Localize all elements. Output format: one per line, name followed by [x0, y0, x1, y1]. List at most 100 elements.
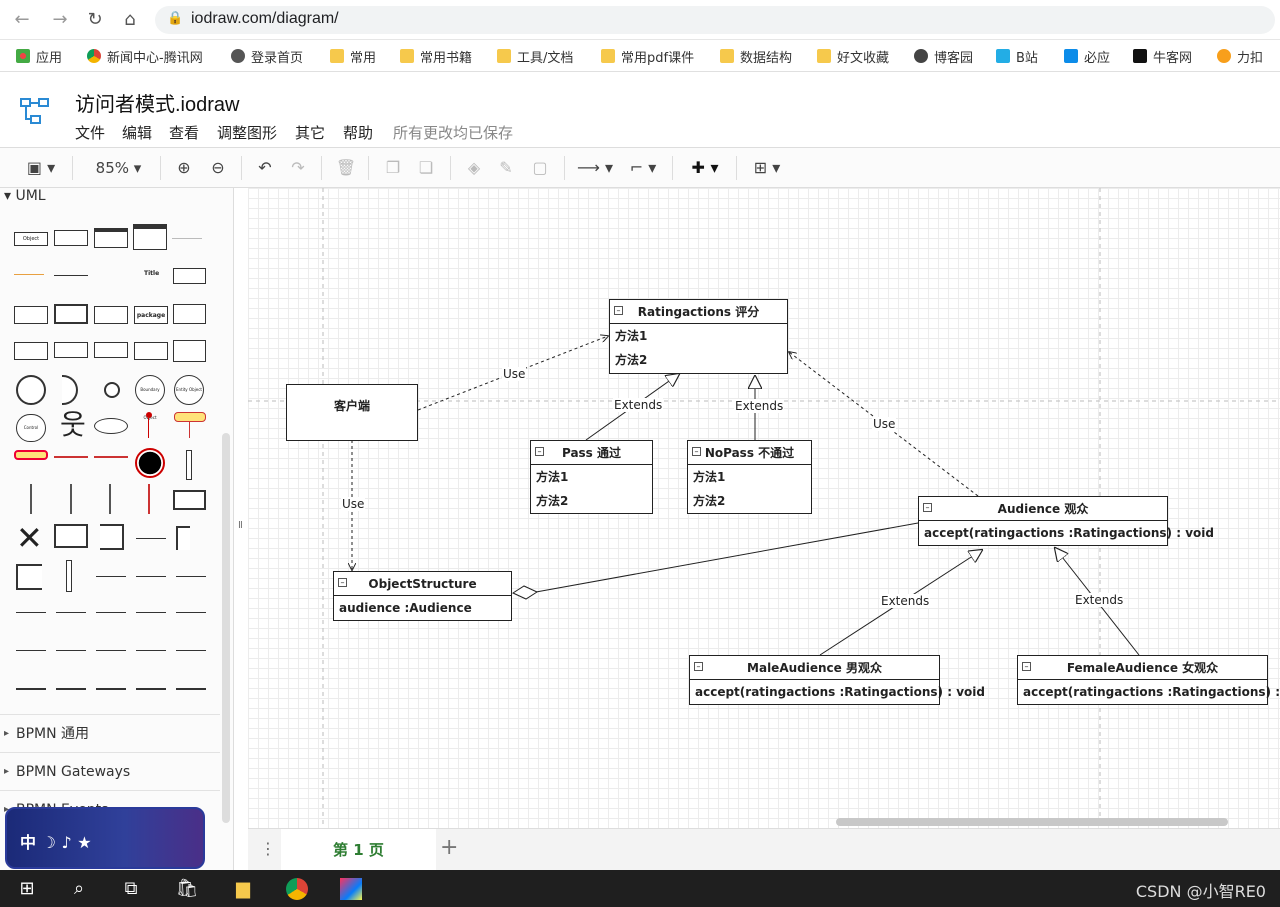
connector-3[interactable]: [136, 612, 166, 613]
shape-dispatch[interactable]: [96, 576, 126, 577]
shape-note-2[interactable]: [54, 524, 88, 548]
panel-layout-icon[interactable]: ▣ ▾: [26, 158, 56, 177]
connector-return[interactable]: [16, 612, 46, 613]
document-title[interactable]: 访问者模式.iodraw: [75, 94, 240, 116]
to-back-icon[interactable]: ❏: [418, 158, 434, 177]
sidebar-section-uml[interactable]: ▾ UML: [4, 188, 46, 204]
collapse-icon[interactable]: –: [923, 503, 932, 512]
shape-package[interactable]: package: [134, 306, 168, 324]
shape-start-state[interactable]: [146, 412, 152, 418]
shape-activation[interactable]: [186, 450, 192, 480]
shape-interface[interactable]: [133, 224, 167, 250]
shape-class-4[interactable]: [173, 340, 206, 362]
bookmark-folder-books[interactable]: 常用书籍: [400, 47, 472, 66]
shadow-icon[interactable]: ▢: [532, 158, 548, 177]
collapse-icon[interactable]: –: [694, 662, 703, 671]
shape-object[interactable]: Object: [14, 232, 48, 246]
connector-6[interactable]: [56, 650, 86, 651]
shape-control-object[interactable]: Control Object: [16, 414, 46, 456]
class-client[interactable]: 客户端: [286, 384, 418, 441]
class-male-audience[interactable]: –MaleAudience 男观众 accept(ratingactions :…: [689, 655, 985, 705]
edge-audience-ratingactions[interactable]: [789, 352, 979, 497]
connection-style-icon[interactable]: ⟶ ▾: [576, 158, 614, 177]
shape-activation-2[interactable]: [66, 560, 72, 592]
shape-note[interactable]: [173, 268, 206, 284]
bookmark-folder-pdf[interactable]: 常用pdf课件: [601, 47, 694, 66]
bookmark-folder-articles[interactable]: 好文收藏: [817, 47, 889, 66]
collapse-icon[interactable]: –: [614, 306, 623, 315]
class-pass[interactable]: –Pass 通过 方法1 方法2: [530, 440, 653, 514]
redo-icon[interactable]: ↷: [291, 158, 305, 177]
sidebar-category-bpmn-gateways[interactable]: BPMN Gateways: [0, 752, 220, 791]
to-front-icon[interactable]: ❐: [385, 158, 401, 177]
reload-icon[interactable]: ↻: [87, 9, 103, 30]
connector-12[interactable]: [96, 688, 126, 690]
shape-class-3[interactable]: [173, 304, 206, 324]
shape-title[interactable]: Title: [144, 270, 160, 277]
bookmark-folder-ds[interactable]: 数据结构: [720, 47, 792, 66]
collapse-icon[interactable]: –: [535, 447, 544, 456]
class-audience[interactable]: –Audience 观众 accept(ratingactions :Ratin…: [918, 496, 1214, 546]
destroy-x-icon[interactable]: ✕: [16, 519, 43, 557]
shape-frame-2[interactable]: [173, 490, 206, 510]
shape-component[interactable]: [94, 306, 128, 324]
bookmark-tencent[interactable]: 新闻中心-腾讯网: [87, 47, 203, 66]
class-female-audience[interactable]: –FemaleAudience 女观众 accept(ratingactions…: [1017, 655, 1280, 705]
connector-4[interactable]: [176, 612, 206, 613]
chrome-taskbar-icon[interactable]: [272, 870, 322, 907]
bookmark-cnblogs[interactable]: 博客园: [914, 47, 973, 66]
connector-2[interactable]: [96, 612, 126, 613]
shape-item-attribute[interactable]: [172, 238, 202, 239]
page-menu-icon[interactable]: ⋮: [260, 839, 276, 858]
shape-loop[interactable]: [16, 564, 42, 590]
shape-join[interactable]: [54, 456, 88, 458]
menu-extras[interactable]: 其它: [295, 124, 326, 142]
menu-view[interactable]: 查看: [169, 124, 200, 142]
menu-help[interactable]: 帮助: [343, 124, 374, 142]
bookmark-leetcode[interactable]: 力扣: [1217, 47, 1263, 66]
waypoints-icon[interactable]: ⌐ ▾: [629, 158, 657, 177]
shape-divider[interactable]: [54, 275, 88, 276]
menu-file[interactable]: 文件: [75, 124, 106, 142]
task-view-icon[interactable]: ⧉: [124, 878, 138, 899]
class-objectstructure[interactable]: –ObjectStructure audience :Audience: [333, 571, 512, 621]
sidebar-category-bpmn-general[interactable]: BPMN 通用: [0, 714, 220, 753]
shape-lifeline-2[interactable]: [94, 342, 128, 358]
connector-1[interactable]: [56, 612, 86, 613]
shape-lifeline-bar-2[interactable]: [70, 484, 72, 514]
collapse-icon[interactable]: –: [1022, 662, 1031, 671]
windows-start-icon[interactable]: ⊞: [19, 878, 35, 899]
connector-7[interactable]: [96, 650, 126, 651]
shape-lifeline[interactable]: [54, 342, 88, 358]
table-icon[interactable]: ⊞ ▾: [753, 158, 781, 177]
shape-dispatch-3[interactable]: [176, 576, 206, 577]
diagram-canvas[interactable]: –Ratingactions 评分 方法1 方法2 客户端 –Pass 通过 方…: [248, 188, 1280, 828]
shape-lifeline-bar-3[interactable]: [109, 484, 111, 514]
bookmark-bing[interactable]: 必应: [1064, 47, 1110, 66]
shape-self-call[interactable]: [100, 524, 124, 550]
home-icon[interactable]: ⌂: [124, 9, 136, 30]
connector-10[interactable]: [16, 688, 46, 690]
forward-arrow-icon[interactable]: →: [52, 9, 68, 30]
bookmark-folder-common[interactable]: 常用: [330, 47, 376, 66]
intellij-icon[interactable]: [326, 870, 376, 907]
connector-8[interactable]: [136, 650, 166, 651]
bookmark-bilibili[interactable]: B站: [996, 47, 1038, 66]
bookmark-folder-tools[interactable]: 工具/文档: [497, 47, 573, 66]
promo-widget[interactable]: 中 ☽ ♪ ★: [5, 807, 205, 869]
shape-required-interface[interactable]: [62, 375, 78, 405]
edge-aggregation[interactable]: [535, 522, 919, 593]
menu-arrange[interactable]: 调整图形: [217, 124, 278, 142]
bookmark-nowcoder[interactable]: 牛客网: [1133, 47, 1192, 66]
shape-lifeline-bar[interactable]: [30, 484, 32, 514]
menu-edit[interactable]: 编辑: [122, 124, 153, 142]
shape-provided-interface[interactable]: [16, 375, 46, 405]
address-bar[interactable]: 🔒 iodraw.com/diagram/: [155, 6, 1275, 34]
shape-join-2[interactable]: [94, 456, 128, 458]
shape-state[interactable]: [174, 412, 206, 422]
shape-class-2[interactable]: [14, 306, 48, 324]
class-ratingactions[interactable]: –Ratingactions 评分 方法1 方法2: [609, 299, 788, 374]
shape-fork[interactable]: [14, 450, 48, 460]
class-nopass[interactable]: –NoPass 不通过 方法1 方法2: [687, 440, 812, 514]
actor-icon[interactable]: 웃: [60, 408, 86, 441]
